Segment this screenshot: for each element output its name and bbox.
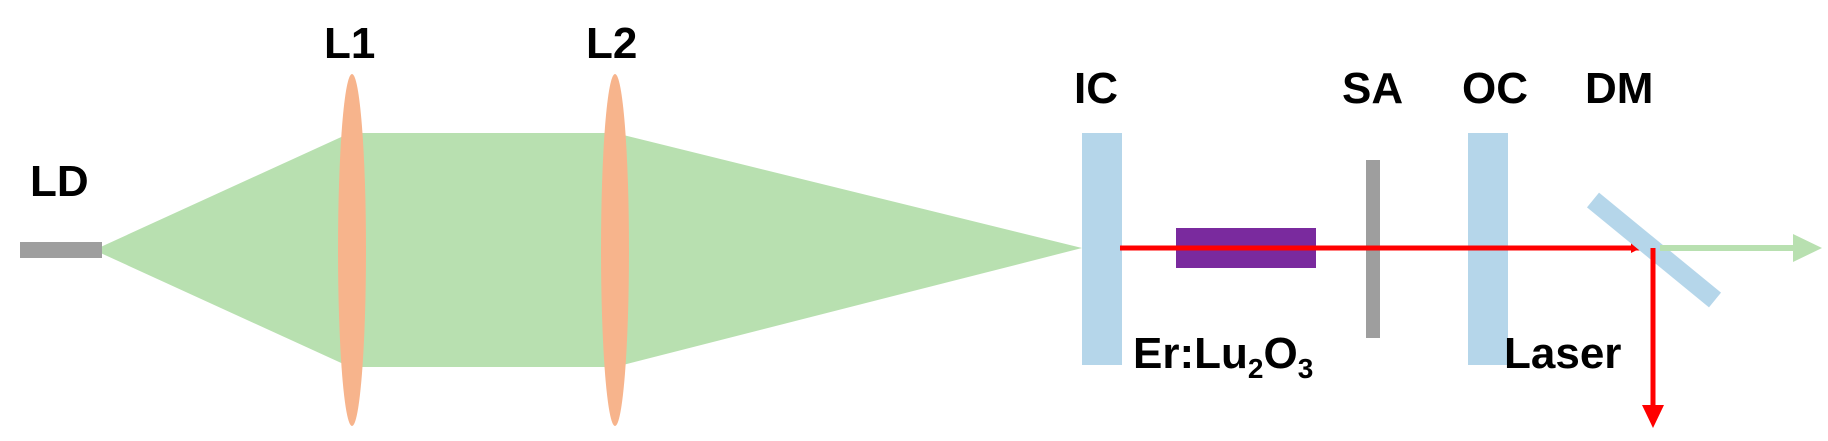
label-ic: IC bbox=[1074, 64, 1118, 113]
label-oc: OC bbox=[1462, 64, 1528, 113]
input-coupler-mirror bbox=[1082, 133, 1122, 365]
crystal-subscript-2: 2 bbox=[1248, 353, 1264, 384]
label-crystal: Er:Lu2O3 bbox=[1133, 329, 1313, 384]
label-laser: Laser bbox=[1504, 329, 1621, 378]
pump-beam-converging bbox=[615, 133, 1082, 367]
label-l1: L1 bbox=[324, 19, 375, 68]
label-dm: DM bbox=[1585, 64, 1653, 113]
label-ld: LD bbox=[30, 157, 89, 206]
label-l2: L2 bbox=[586, 19, 637, 68]
pump-beam-collimated bbox=[350, 133, 615, 367]
crystal-prefix: Er:Lu bbox=[1133, 329, 1248, 378]
laser-output-arrowhead bbox=[1642, 405, 1664, 428]
transmitted-pump-arrowhead bbox=[1793, 234, 1822, 262]
lens-l1 bbox=[338, 74, 366, 426]
lens-l2 bbox=[601, 74, 629, 426]
crystal-mid: O bbox=[1263, 329, 1297, 378]
crystal-subscript-3: 3 bbox=[1298, 353, 1314, 384]
laser-diode bbox=[20, 242, 102, 258]
pump-beam-diverging bbox=[94, 133, 350, 367]
label-sa: SA bbox=[1342, 64, 1403, 113]
